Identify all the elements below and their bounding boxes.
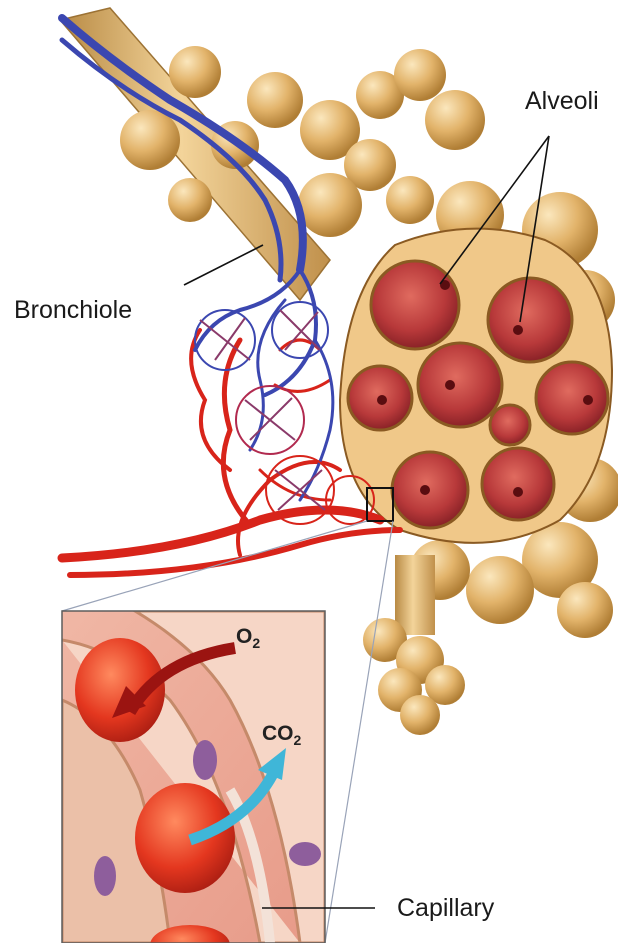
capillary-inset: O2 CO2 — [62, 611, 325, 943]
red-blood-cell — [135, 783, 235, 893]
bronchiole-label: Bronchiole — [14, 296, 132, 324]
capillary-label: Capillary — [397, 894, 495, 922]
alveoli-cross-section — [340, 229, 612, 543]
alveoli-label: Alveoli — [525, 87, 599, 115]
cell-nucleus — [94, 856, 116, 896]
cell-nucleus — [289, 842, 321, 866]
cell-nucleus — [193, 740, 217, 780]
